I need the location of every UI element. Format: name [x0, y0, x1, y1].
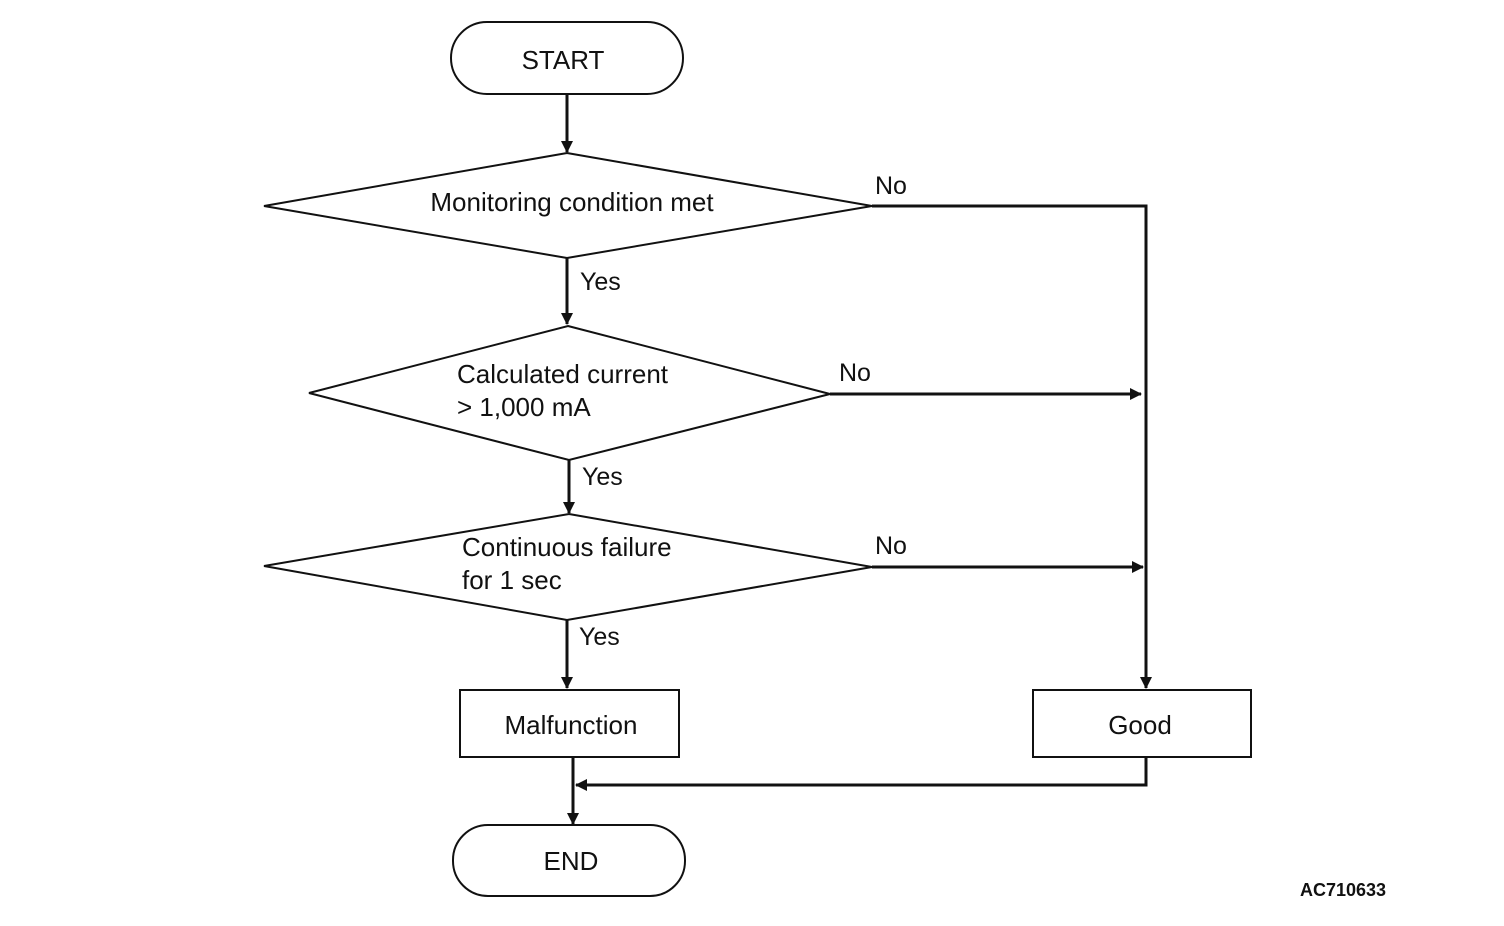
- start-terminator: START: [450, 21, 684, 95]
- good-box: Good: [1032, 689, 1252, 758]
- end-label: END: [544, 846, 599, 876]
- connector-monitoring-no: [872, 204, 1152, 689]
- failure-yes-label: Yes: [579, 623, 620, 651]
- continuous-failure-label-line1: Continuous failure: [462, 532, 672, 562]
- monitoring-no-label: No: [875, 172, 907, 200]
- calculated-current-label-line2: > 1,000 mA: [457, 392, 591, 422]
- figure-id: AC710633: [1300, 880, 1386, 900]
- continuous-failure-decision: Continuous failure for 1 sec: [263, 512, 873, 622]
- end-terminator: END: [452, 824, 686, 897]
- failure-no-label: No: [875, 532, 907, 560]
- monitoring-condition-decision: Monitoring condition met: [263, 151, 873, 260]
- monitoring-condition-label: Monitoring condition met: [430, 187, 714, 217]
- current-no-label: No: [839, 359, 871, 387]
- continuous-failure-label-line2: for 1 sec: [462, 565, 562, 595]
- malfunction-box: Malfunction: [459, 689, 680, 758]
- malfunction-label: Malfunction: [505, 710, 638, 740]
- current-yes-label: Yes: [582, 463, 623, 491]
- good-label: Good: [1108, 710, 1172, 740]
- monitoring-yes-label: Yes: [580, 268, 621, 296]
- calculated-current-decision: Calculated current > 1,000 mA: [308, 324, 831, 462]
- start-label: START: [522, 45, 605, 75]
- connector-good-to-end: [575, 758, 1148, 791]
- calculated-current-label-line1: Calculated current: [457, 359, 669, 389]
